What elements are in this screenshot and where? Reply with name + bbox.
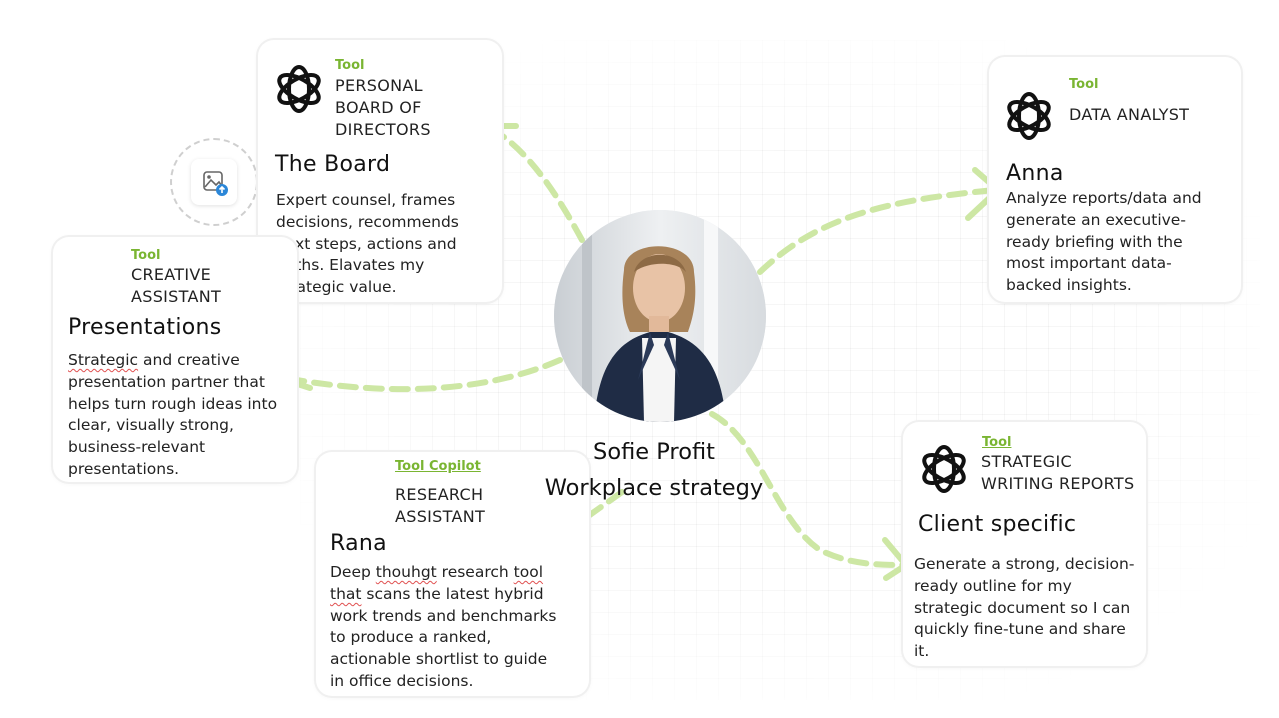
tool-tag: Tool Copilot (395, 459, 481, 474)
card-presentations[interactable]: Tool CREATIVE ASSISTANT Presentations St… (53, 237, 297, 482)
role-label: CREATIVE ASSISTANT (131, 265, 222, 306)
role-label: RESEARCH ASSISTANT (395, 485, 486, 526)
card-description: Strategic and creative presentation part… (68, 351, 278, 478)
card-name: Presentations (68, 315, 222, 340)
center-person-label: Sofie Profit Workplace strategy (540, 434, 768, 506)
card-description: Generate a strong, decision- ready outli… (914, 555, 1135, 661)
person-name: Sofie Profit (593, 439, 715, 465)
card-rana[interactable]: Tool Copilot RESEARCH ASSISTANT Rana Dee… (316, 452, 589, 696)
card-name: Rana (330, 531, 387, 556)
image-upload-placeholder[interactable] (170, 138, 258, 226)
role-label: PERSONAL BOARD OF DIRECTORS (335, 76, 431, 139)
card-the-board[interactable]: Tool PERSONAL BOARD OF DIRECTORS The Boa… (258, 40, 502, 302)
tool-tag: Tool (982, 435, 1012, 450)
role-label: STRATEGIC WRITING REPORTS (981, 452, 1135, 493)
avatar (554, 210, 766, 422)
role-label: DATA ANALYST (1069, 105, 1190, 124)
openai-logo-icon (277, 65, 321, 113)
tool-tag: Tool (1069, 77, 1099, 92)
card-name: The Board (275, 152, 391, 177)
card-client-specific[interactable]: Tool STRATEGIC WRITING REPORTS Client sp… (903, 422, 1146, 666)
card-anna[interactable]: Tool DATA ANALYST Anna Analyze reports/d… (989, 57, 1241, 302)
openai-logo-icon (922, 445, 966, 493)
tool-tag: Tool (335, 58, 365, 73)
card-description: Deep thouhgt research tool that scans th… (330, 563, 557, 690)
card-description: Expert counsel, frames decisions, recomm… (276, 191, 459, 297)
openai-logo-icon (1007, 92, 1051, 140)
person-role: Workplace strategy (544, 475, 764, 501)
card-name: Anna (1006, 161, 1064, 186)
card-name: Client specific (918, 512, 1077, 537)
image-upload-icon[interactable] (191, 159, 237, 205)
card-description: Analyze reports/data and generate an exe… (1006, 189, 1202, 295)
tool-tag: Tool (131, 248, 161, 263)
